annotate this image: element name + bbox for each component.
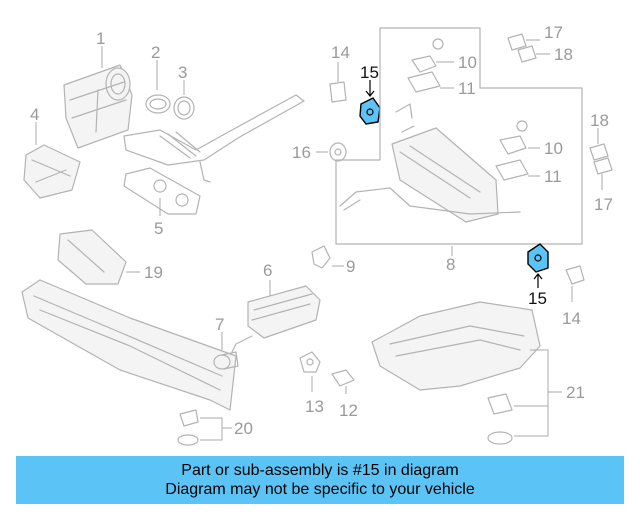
part-front-pipe <box>123 94 305 183</box>
part-18-clamp-lower <box>589 143 609 161</box>
callout-13: 13 <box>305 397 324 416</box>
part-9-clamp <box>311 245 331 269</box>
part-8-rear-muffler-assembly-box <box>335 27 583 245</box>
callout-7: 7 <box>215 315 224 334</box>
callout-15-lower: 15 <box>528 289 547 308</box>
callout-17-upper: 17 <box>544 23 563 42</box>
part-21-heat-shield <box>371 301 541 445</box>
part-16-hanger <box>329 142 347 162</box>
callout-18-upper: 18 <box>554 45 573 64</box>
part-10-clamp-lower <box>499 120 528 155</box>
part-1-catalytic-converter <box>63 64 133 149</box>
callout-20: 20 <box>234 419 253 438</box>
part-11-bracket-upper <box>407 71 441 93</box>
part-14-hanger-left <box>329 81 347 103</box>
callout-1: 1 <box>96 29 105 48</box>
part-12-bracket <box>331 369 355 387</box>
part-15-rubber-hanger-upper <box>359 97 381 125</box>
callout-4: 4 <box>30 105 39 124</box>
callout-8: 8 <box>446 255 455 274</box>
exploded-parts-diagram: 1 2 3 4 5 19 <box>21 23 613 446</box>
callout-15: 15 <box>360 63 379 82</box>
info-banner: Part or sub-assembly is #15 in diagram D… <box>16 456 624 504</box>
callout-21: 21 <box>566 383 585 402</box>
part-10-clamp-upper <box>411 38 444 73</box>
callout-11-lower: 11 <box>544 167 562 186</box>
part-2-clamp <box>145 94 171 114</box>
callout-10-lower: 10 <box>544 139 563 158</box>
callout-9: 9 <box>346 257 355 276</box>
callout-2: 2 <box>151 43 160 62</box>
banner-line-1: Part or sub-assembly is #15 in diagram <box>181 462 459 479</box>
callout-12: 12 <box>339 401 358 420</box>
part-20-hanger <box>177 409 199 446</box>
part-17-clamp-lower <box>593 157 613 175</box>
part-18-clamp-upper <box>517 45 537 63</box>
part-7-pipe-clamp <box>213 351 239 370</box>
part-5-flange-gasket <box>123 167 201 215</box>
part-15-rubber-hanger-lower <box>527 243 549 273</box>
callout-3: 3 <box>178 63 187 82</box>
part-17-clamp-upper <box>507 33 527 51</box>
callout-17-lower: 17 <box>594 195 613 214</box>
part-14-hanger-right <box>565 265 585 285</box>
part-19-heat-shield <box>57 229 127 285</box>
callout-6: 6 <box>263 261 272 280</box>
part-13-hanger <box>299 351 321 373</box>
callout-18-lower: 18 <box>590 111 609 130</box>
part-11-bracket-lower <box>495 159 529 181</box>
banner-line-2: Diagram may not be specific to your vehi… <box>165 481 475 498</box>
part-6-center-muffler <box>231 285 321 353</box>
callout-19: 19 <box>144 263 163 282</box>
callout-14-right: 14 <box>562 309 581 328</box>
callout-10-upper: 10 <box>458 53 477 72</box>
callout-5: 5 <box>154 219 163 238</box>
part-4-bracket <box>23 144 81 199</box>
callout-14: 14 <box>331 43 350 62</box>
part-8-rear-muffler <box>339 103 521 223</box>
callout-16: 16 <box>292 143 311 162</box>
part-3-gasket <box>173 96 195 120</box>
callout-11-upper: 11 <box>458 79 476 98</box>
part-20-underbody-shield <box>21 279 237 411</box>
